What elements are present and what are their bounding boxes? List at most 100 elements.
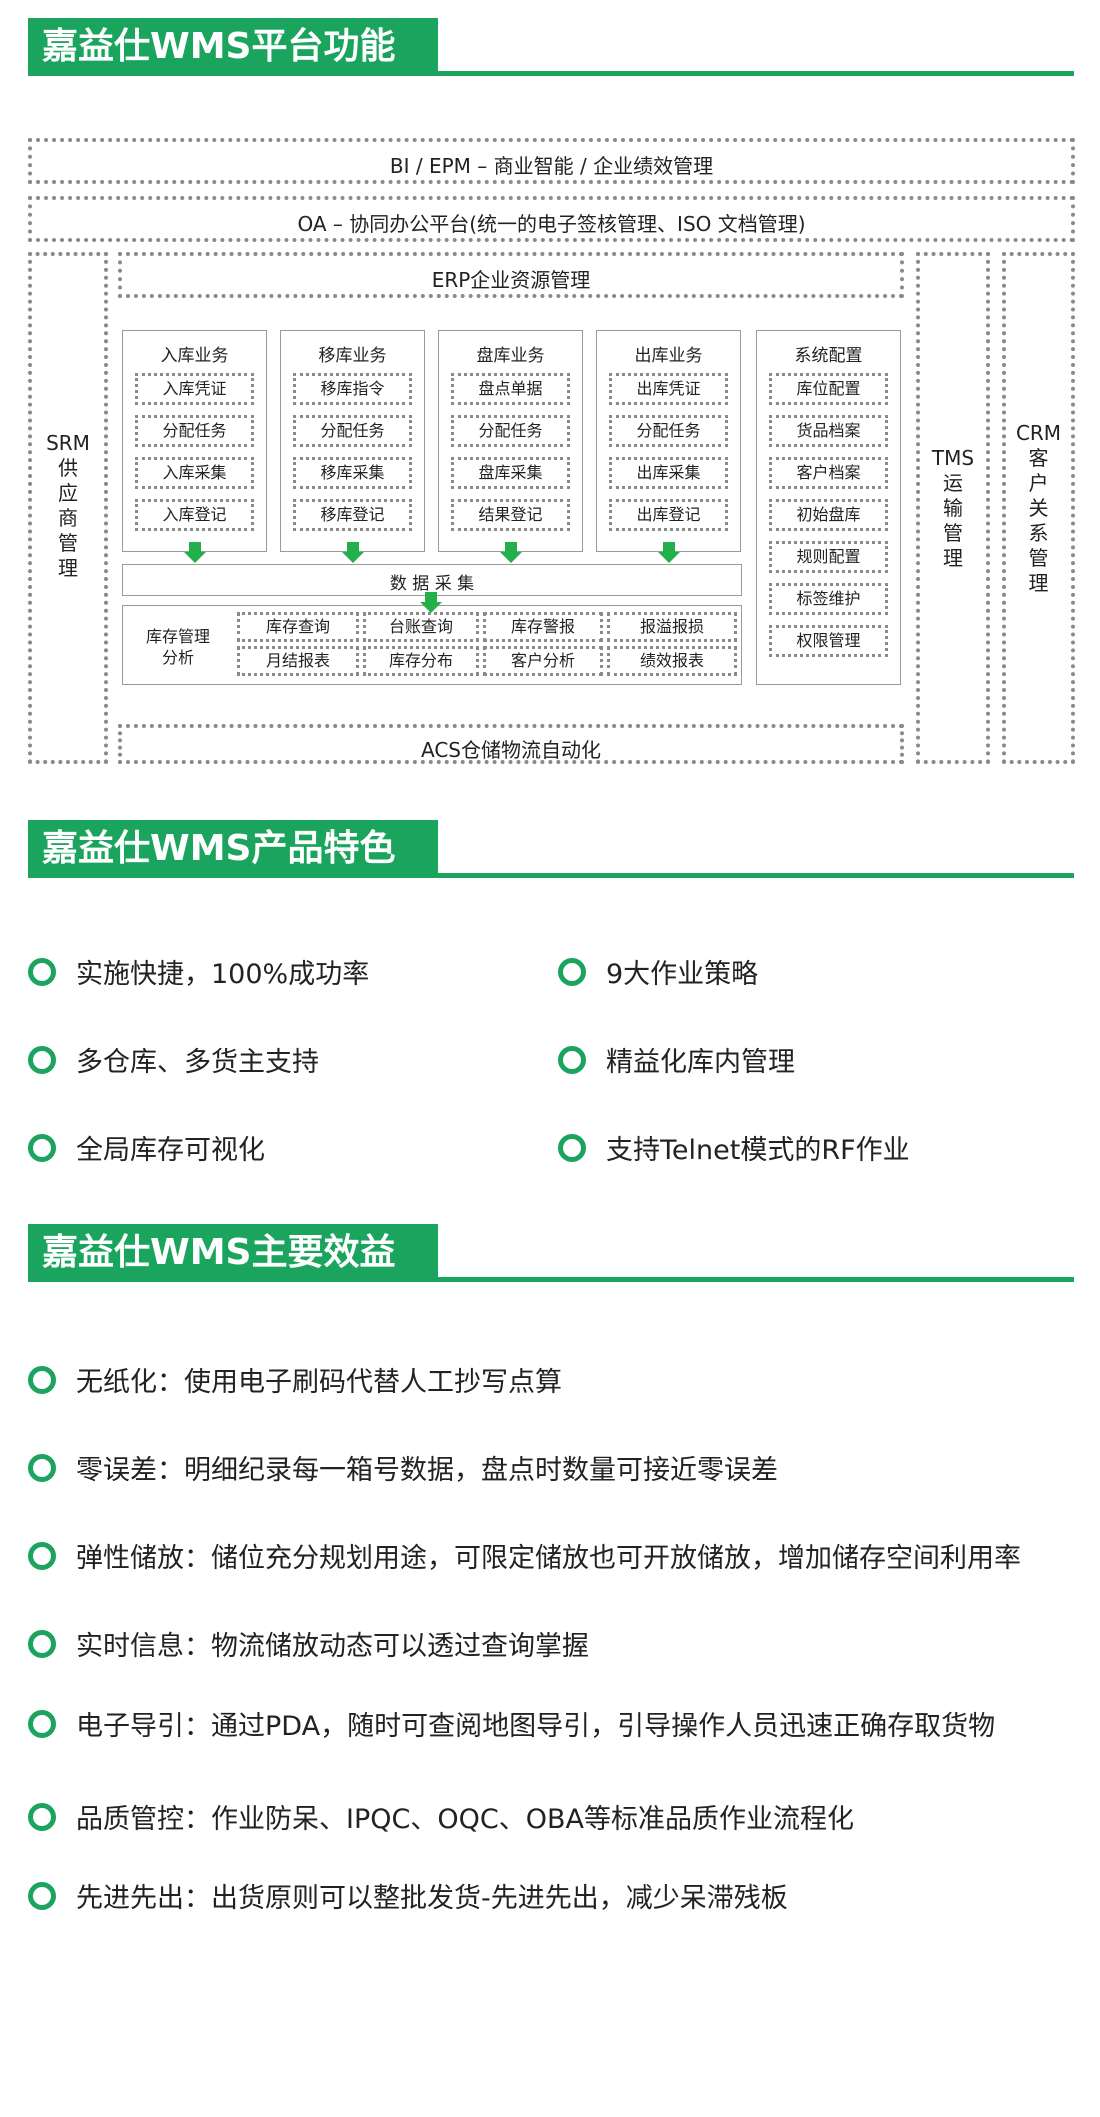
module-item: 分配任务 <box>609 415 728 447</box>
benefit-text: 电子导引：通过PDA，随时可查阅地图导引，引导操作人员迅速正确存取货物 <box>76 1711 996 1742</box>
benefit-item: 无纸化：使用电子刷码代替人工抄写点算 <box>28 1360 562 1399</box>
module-2: 移库业务移库指令分配任务移库采集移库登记 <box>280 330 425 552</box>
analysis-label-line2: 分析 <box>161 648 194 667</box>
analysis-label-line1: 库存管理 <box>145 627 210 646</box>
analysis-panel: 库存管理 分析 库存查询台账查询库存警报报溢报损月结报表库存分布客户分析绩效报表 <box>122 605 742 685</box>
system-config-item: 标签维护 <box>769 583 888 615</box>
module-item: 盘库采集 <box>451 457 570 489</box>
feature-text: 多仓库、多货主支持 <box>76 1047 319 1078</box>
vertical-char: 管 <box>1028 546 1049 570</box>
benefit-item: 弹性储放：储位充分规划用途，可限定储放也可开放储放，增加储存空间利用率 <box>28 1536 1021 1575</box>
benefit-text: 实时信息：物流储放动态可以透过查询掌握 <box>76 1631 589 1662</box>
bullet-ring-icon <box>558 1045 586 1074</box>
section-title: 嘉益仕WMS主要效益 <box>28 1224 438 1282</box>
module-title: 入库业务 <box>160 346 229 366</box>
benefit-text: 弹性储放：储位充分规划用途，可限定储放也可开放储放，增加储存空间利用率 <box>76 1543 1021 1574</box>
down-arrow-icon <box>184 542 206 564</box>
module-title: 盘库业务 <box>476 346 545 366</box>
vertical-char: 管 <box>943 521 963 545</box>
feature-text: 精益化库内管理 <box>606 1047 795 1078</box>
bullet-ring-icon <box>28 1453 56 1482</box>
module-3: 盘库业务盘点单据分配任务盘库采集结果登记 <box>438 330 583 552</box>
bi-layer-label: BI / EPM – 商业智能 / 企业绩效管理 <box>389 154 714 178</box>
module-item: 分配任务 <box>451 415 570 447</box>
vertical-char: 运 <box>943 471 963 495</box>
vertical-char: 应 <box>58 481 78 505</box>
system-config-item: 货品档案 <box>769 415 888 447</box>
module-title: 出库业务 <box>634 346 703 366</box>
vertical-char: 商 <box>58 506 78 530</box>
data-collect-arrow <box>420 592 442 614</box>
benefit-text: 零误差：明细纪录每一箱号数据，盘点时数量可接近零误差 <box>76 1455 778 1486</box>
vertical-char: 管 <box>58 531 78 555</box>
section-divider <box>28 873 1074 878</box>
vertical-char: CRM <box>1015 421 1062 445</box>
acs-layer-label: ACS仓储物流自动化 <box>421 738 601 762</box>
feature-item: 实施快捷，100%成功率 <box>28 952 369 991</box>
section-header-platform: 嘉益仕WMS平台功能 <box>28 18 1074 78</box>
module-item: 结果登记 <box>451 499 570 531</box>
bullet-ring-icon <box>28 1541 56 1570</box>
bullet-ring-icon <box>28 1365 56 1394</box>
system-config-module: 系统配置 库位配置货品档案客户档案初始盘库规则配置标签维护权限管理 <box>756 330 901 685</box>
benefit-text: 先进先出：出货原则可以整批发货-先进先出，减少呆滞残板 <box>76 1883 788 1914</box>
system-config-title: 系统配置 <box>794 346 863 366</box>
bullet-ring-icon <box>28 1881 56 1910</box>
section-divider <box>28 71 1074 76</box>
module-item: 出库凭证 <box>609 373 728 405</box>
module-item: 入库采集 <box>135 457 254 489</box>
module-item: 出库采集 <box>609 457 728 489</box>
feature-item: 支持Telnet模式的RF作业 <box>558 1128 910 1167</box>
system-config-item: 规则配置 <box>769 541 888 573</box>
analysis-label: 库存管理 分析 <box>123 626 233 668</box>
system-config-item: 初始盘库 <box>769 499 888 531</box>
bullet-ring-icon <box>28 1045 56 1074</box>
vertical-char: 输 <box>943 496 963 520</box>
benefit-text: 品质管控：作业防呆、IPQC、OQC、OBA等标准品质作业流程化 <box>76 1804 854 1835</box>
vertical-char: 户 <box>1028 471 1049 495</box>
module-item: 分配任务 <box>135 415 254 447</box>
feature-text: 全局库存可视化 <box>76 1135 265 1166</box>
vertical-char: 客 <box>1028 446 1049 470</box>
section-header-features: 嘉益仕WMS产品特色 <box>28 820 1074 880</box>
down-arrow-icon <box>500 542 522 564</box>
erp-layer: ERP企业资源管理 <box>118 252 904 298</box>
oa-layer-label: OA – 协同办公平台(统一的电子签核管理、ISO 文档管理) <box>297 212 806 236</box>
feature-text: 实施快捷，100%成功率 <box>76 959 370 990</box>
vertical-char: 理 <box>1028 571 1049 595</box>
feature-item: 精益化库内管理 <box>558 1040 795 1079</box>
analysis-cell: 报溢报损 <box>607 612 737 642</box>
module-item: 移库登记 <box>293 499 412 531</box>
vertical-char: 供 <box>58 456 78 480</box>
module-item: 入库登记 <box>135 499 254 531</box>
bullet-ring-icon <box>28 1133 56 1162</box>
system-config-item: 权限管理 <box>769 625 888 657</box>
feature-item: 全局库存可视化 <box>28 1128 265 1167</box>
feature-text: 支持Telnet模式的RF作业 <box>606 1135 910 1166</box>
acs-layer: ACS仓储物流自动化 <box>118 724 904 764</box>
section-title: 嘉益仕WMS产品特色 <box>28 820 438 878</box>
module-item: 分配任务 <box>293 415 412 447</box>
section-title: 嘉益仕WMS平台功能 <box>28 18 438 76</box>
vertical-char: 系 <box>1028 521 1049 545</box>
module-item: 盘点单据 <box>451 373 570 405</box>
analysis-cell: 台账查询 <box>363 612 479 642</box>
benefit-text: 无纸化：使用电子刷码代替人工抄写点算 <box>76 1367 562 1398</box>
oa-layer: OA – 协同办公平台(统一的电子签核管理、ISO 文档管理) <box>28 196 1075 242</box>
vertical-char: 理 <box>58 556 78 580</box>
bi-layer: BI / EPM – 商业智能 / 企业绩效管理 <box>28 138 1075 184</box>
feature-text: 9大作业策略 <box>606 959 759 990</box>
benefit-item: 品质管控：作业防呆、IPQC、OQC、OBA等标准品质作业流程化 <box>28 1797 854 1836</box>
vertical-char: TMS <box>931 446 975 470</box>
benefit-item: 电子导引：通过PDA，随时可查阅地图导引，引导操作人员迅速正确存取货物 <box>28 1704 995 1743</box>
system-config-item: 客户档案 <box>769 457 888 489</box>
analysis-cell: 绩效报表 <box>607 646 737 676</box>
erp-layer-label: ERP企业资源管理 <box>431 268 591 292</box>
module-title: 移库业务 <box>318 346 387 366</box>
bullet-ring-icon <box>558 1133 586 1162</box>
